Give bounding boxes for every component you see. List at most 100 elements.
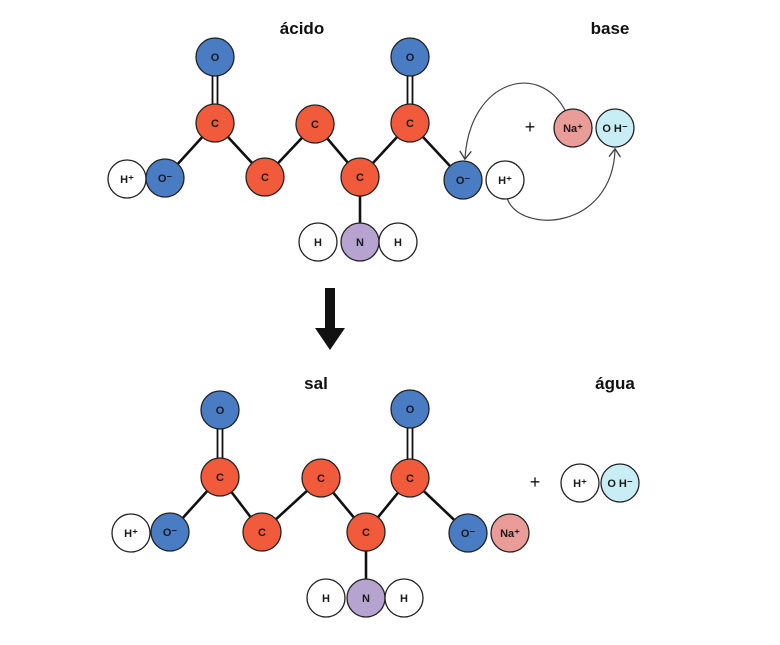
atom-label: C (356, 172, 364, 184)
atom-circle (195, 37, 235, 77)
atom-circle (150, 512, 190, 552)
atom-c: C (301, 458, 341, 498)
atom-h: H⁺ (107, 159, 147, 199)
atom-label: C (406, 118, 414, 130)
atom-h: H⁺ (560, 463, 600, 503)
atom-o: O (200, 390, 240, 430)
atom-label: C (311, 119, 319, 131)
atom-h: H (384, 578, 424, 618)
atom-circle (346, 512, 386, 552)
atom-circle (390, 103, 430, 143)
atom-circle (443, 160, 483, 200)
atom-label: O H⁻ (607, 478, 633, 490)
atom-label: C (216, 472, 224, 484)
atom-circle (306, 578, 346, 618)
atom-label: C (362, 527, 370, 539)
atom-o: O (390, 389, 430, 429)
atom-c: C (295, 104, 335, 144)
atom-oh: O H⁻ (600, 463, 640, 503)
atom-o: O⁻ (145, 158, 185, 198)
base-label: base (591, 19, 630, 38)
atom-circle (200, 390, 240, 430)
atom-label: H⁺ (120, 174, 134, 186)
atom-circle (242, 512, 282, 552)
atom-h: H⁺ (111, 513, 151, 553)
atom-circle (145, 158, 185, 198)
atom-label: O⁻ (158, 173, 173, 185)
atom-circle (384, 578, 424, 618)
atom-circle (595, 108, 635, 148)
electron-transfer-arrow-h-to-oh (506, 150, 615, 221)
atom-label: N (356, 237, 364, 249)
atom-circle (390, 37, 430, 77)
atom-label: H (322, 593, 330, 605)
atom-h: H⁺ (485, 160, 525, 200)
atom-circle (245, 157, 285, 197)
atom-circle (195, 103, 235, 143)
atom-label: H⁺ (498, 175, 512, 187)
atom-circle (390, 389, 430, 429)
atom-circle (295, 104, 335, 144)
atom-circle (111, 513, 151, 553)
atom-label: O (211, 52, 220, 64)
atom-o: O⁻ (150, 512, 190, 552)
atom-label: C (406, 473, 414, 485)
atom-o: O⁻ (448, 513, 488, 553)
atom-label: H (314, 237, 322, 249)
atom-circle (553, 108, 593, 148)
atom-na: Na⁺ (553, 108, 593, 148)
atom-c: C (346, 512, 386, 552)
atom-circle (600, 463, 640, 503)
atom-circle (200, 457, 240, 497)
atom-c: C (242, 512, 282, 552)
reaction-arrow-down-icon (315, 288, 345, 350)
electron-transfer-arrow-na-to-o (465, 82, 567, 158)
atom-na: Na⁺ (490, 513, 530, 553)
atom-c: C (390, 103, 430, 143)
atom-c: C (245, 157, 285, 197)
atom-c: C (390, 458, 430, 498)
atom-circle (340, 157, 380, 197)
plus-sign: + (530, 472, 541, 492)
atom-n: N (340, 222, 380, 262)
atom-o: O⁻ (443, 160, 483, 200)
atom-c: C (200, 457, 240, 497)
acid-label: ácido (280, 19, 324, 38)
atom-label: Na⁺ (500, 528, 520, 540)
atom-oh: O H⁻ (595, 108, 635, 148)
atom-o: O (390, 37, 430, 77)
atom-circle (390, 458, 430, 498)
atom-circle (448, 513, 488, 553)
atom-label: C (317, 473, 325, 485)
atom-c: C (340, 157, 380, 197)
atom-circle (301, 458, 341, 498)
atom-label: N (362, 593, 370, 605)
atom-label: O⁻ (456, 175, 471, 187)
atom-circle (485, 160, 525, 200)
atom-label: O⁻ (163, 527, 178, 539)
atom-circle (490, 513, 530, 553)
atom-n: N (346, 578, 386, 618)
atom-label: H (394, 237, 402, 249)
atom-h: H (378, 222, 418, 262)
atom-label: C (261, 172, 269, 184)
atom-label: H (400, 593, 408, 605)
atom-label: Na⁺ (563, 123, 583, 135)
atom-label: H⁺ (124, 528, 138, 540)
atom-h: H (306, 578, 346, 618)
atom-circle (298, 222, 338, 262)
atom-label: C (211, 118, 219, 130)
atom-label: O H⁻ (602, 123, 628, 135)
atom-circle (378, 222, 418, 262)
salt-label: sal (304, 374, 328, 393)
atom-label: O (406, 404, 415, 416)
atom-label: O⁻ (461, 528, 476, 540)
atom-label: H⁺ (573, 478, 587, 490)
water-label: água (595, 374, 635, 393)
atom-label: O (216, 405, 225, 417)
atom-h: H (298, 222, 338, 262)
atom-label: C (258, 527, 266, 539)
atom-label: O (406, 52, 415, 64)
plus-sign: + (525, 117, 536, 137)
